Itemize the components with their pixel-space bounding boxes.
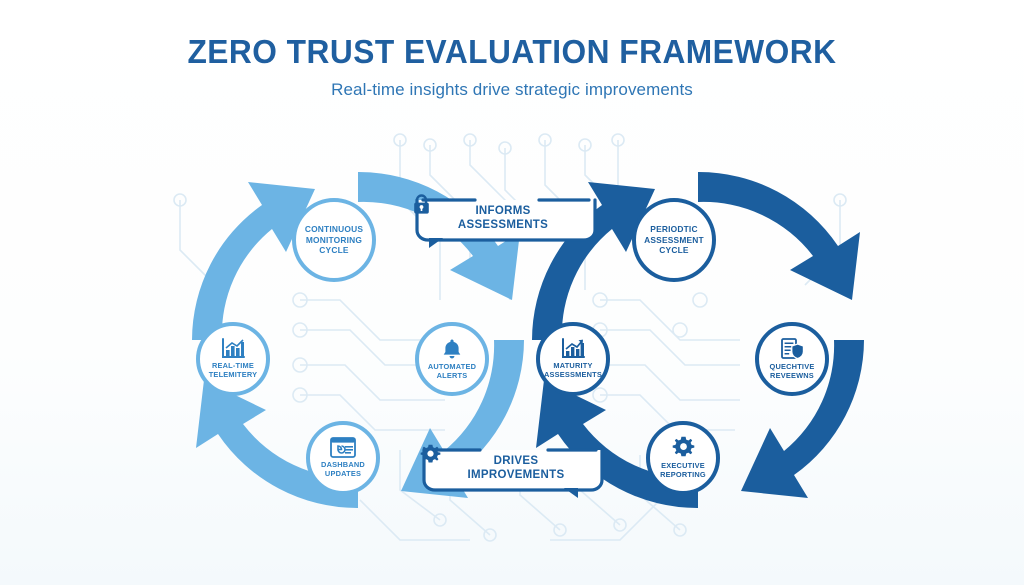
banner-line-2: IMPROVEMENTS — [467, 469, 565, 481]
node-automated-alerts[interactable]: AUTOMATED ALERTS — [415, 322, 489, 396]
connector-drives-improvements[interactable]: DRIVES IMPROVEMENTS — [420, 444, 606, 500]
banner-content: INFORMS ASSESSMENTS — [413, 194, 599, 244]
banner-content: DRIVES IMPROVEMENTS — [420, 444, 606, 494]
node-label: DASHBAND UPDATES — [321, 460, 365, 478]
node-label: REAL-TIME TELEMITERY — [208, 361, 258, 379]
dashboard-icon — [330, 437, 356, 459]
node-continuous-monitoring-cycle[interactable]: CONTINUOUS MONITORING CYCLE — [292, 198, 376, 282]
node-maturity-assessments[interactable]: MATURITY ASSESSMENTS — [536, 322, 610, 396]
header: ZERO TRUST EVALUATION FRAMEWORK Real-tim… — [0, 33, 1024, 100]
node-dashboard-updates[interactable]: DASHBAND UPDATES — [306, 421, 380, 495]
node-real-time-telemetry[interactable]: REAL-TIME TELEMITERY — [196, 322, 270, 396]
node-executive-reporting[interactable]: EXECUTIVE REPORTING — [646, 421, 720, 495]
bar-chart-icon — [221, 338, 245, 359]
node-label: MATURITY ASSESSMENTS — [543, 361, 603, 379]
node-label: AUTOMATED ALERTS — [427, 361, 477, 380]
page-title: ZERO TRUST EVALUATION FRAMEWORK — [187, 33, 837, 70]
banner-line-1: INFORMS — [475, 205, 531, 218]
connector-informs-assessments[interactable]: INFORMS ASSESSMENTS — [413, 194, 599, 250]
node-label: PERIODTIC ASSESSMENT CYCLE — [644, 224, 704, 256]
growth-chart-icon — [561, 338, 585, 359]
node-label: EXECUTIVE REPORTING — [660, 461, 706, 479]
bell-icon — [442, 338, 462, 360]
node-label: CONTINUOUS MONITORING CYCLE — [304, 224, 364, 256]
document-shield-icon — [780, 337, 805, 360]
gear-icon — [672, 436, 695, 459]
page-subtitle: Real-time insights drive strategic impro… — [331, 80, 693, 100]
node-objective-reviews[interactable]: QUECHTIVE REVEEWNS — [755, 322, 829, 396]
banner-line-2: ASSESSMENTS — [457, 219, 549, 231]
node-label: QUECHTIVE REVEEWNS — [769, 361, 815, 380]
node-periodic-assessment-cycle[interactable]: PERIODTIC ASSESSMENT CYCLE — [632, 198, 716, 282]
banner-line-1: DRIVES — [493, 455, 539, 468]
